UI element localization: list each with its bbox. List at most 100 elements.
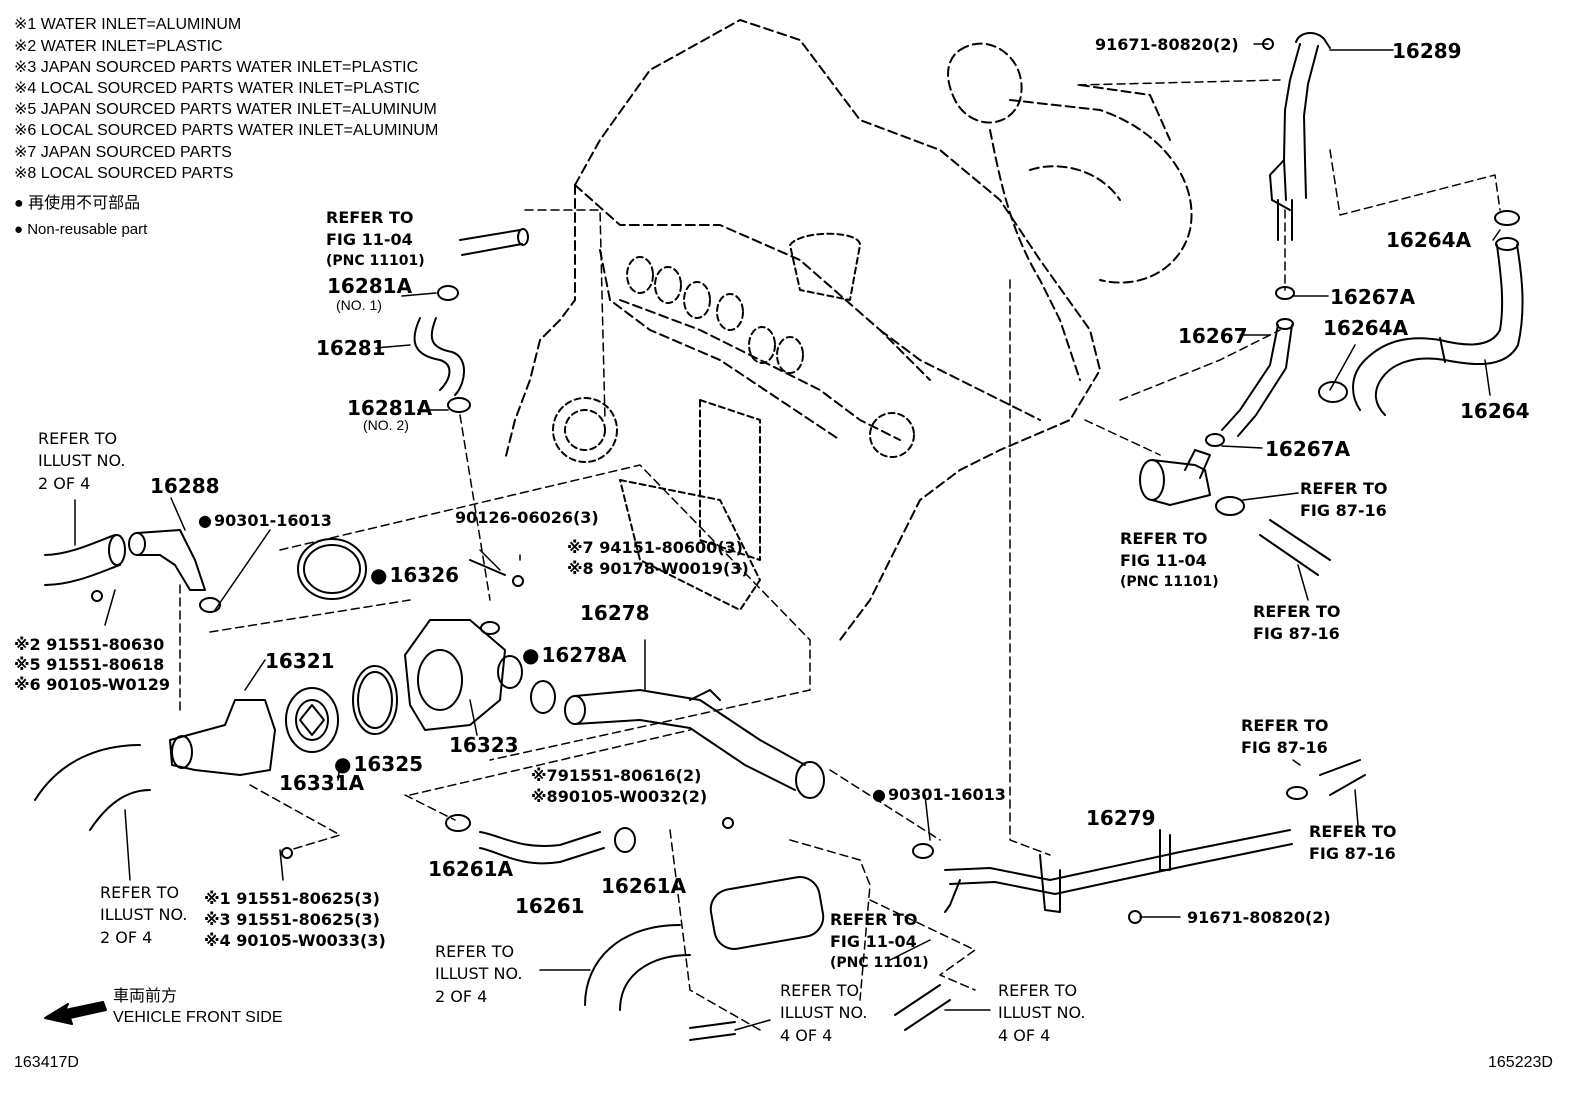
part-90105-W0129[interactable]: ※6 90105-W0129 (14, 675, 171, 694)
part-91551-80630[interactable]: ※2 91551-80630 (14, 635, 165, 654)
fasteners (91, 38, 1274, 924)
o-ring-90301-a (199, 597, 221, 613)
legend-note-4: ※4 LOCAL SOURCED PARTS WATER INLET=PLAST… (14, 80, 420, 97)
part-16323[interactable]: 16323 (449, 733, 519, 757)
refer-fig-87-16-d[interactable]: REFER TO FIG 87-16 (1309, 821, 1397, 866)
ref-line: REFER TO (998, 981, 1078, 1000)
legend-note-5: ※5 JAPAN SOURCED PARTS WATER INLET=ALUMI… (14, 101, 437, 118)
part-91551-80616[interactable]: ※791551-80616(2) (531, 766, 702, 785)
legend-note-2: ※2 WATER INLET=PLASTIC (14, 38, 223, 55)
water-outlet-16323 (404, 619, 523, 731)
part-16264A-mid[interactable]: 16264A (1323, 316, 1409, 340)
part-16264[interactable]: 16264 (1460, 399, 1530, 423)
ref-line: ILLUST NO. (435, 964, 523, 984)
refer-illust-4-a[interactable]: REFER TO ILLUST NO. 4 OF 4 (780, 980, 867, 1047)
part-16278[interactable]: 16278 (580, 601, 650, 625)
part-16281[interactable]: 16281 (316, 336, 386, 360)
hose-16289 (1269, 32, 1331, 300)
legend-note-7: ※7 JAPAN SOURCED PARTS (14, 144, 232, 161)
legend-note-8: ※8 LOCAL SOURCED PARTS (14, 165, 234, 182)
ref-line: 4 OF 4 (998, 1025, 1051, 1045)
refer-fig-87-16-c[interactable]: REFER TO FIG 87-16 (1241, 715, 1329, 760)
legend-note-1: ※1 WATER INLET=ALUMINUM (14, 16, 242, 33)
ref-line: ILLUST NO. (780, 1003, 868, 1023)
refer-illust-4-b[interactable]: REFER TO ILLUST NO. 4 OF 4 (998, 980, 1085, 1047)
hose-large-middle (709, 876, 825, 950)
pipe-16279 (944, 759, 1366, 913)
ref-line: REFER TO (1120, 529, 1208, 548)
hose-16281 (413, 228, 529, 413)
ref-line: REFER TO (38, 429, 118, 448)
hose-16264 (1318, 210, 1524, 416)
refer-fig-87-16-a[interactable]: REFER TO FIG 87-16 (1300, 478, 1388, 523)
ref-line: FIG 87-16 (1309, 844, 1396, 864)
part-16267A-bottom[interactable]: 16267A (1265, 437, 1351, 461)
o-ring-16278A (530, 680, 556, 714)
part-90301-16013-b[interactable]: 90301-16013 (872, 787, 1006, 803)
refer-illust-2-left[interactable]: REFER TO ILLUST NO. 2 OF 4 (38, 428, 125, 495)
refer-illust-2-mid[interactable]: REFER TO ILLUST NO. 2 OF 4 (435, 941, 522, 1008)
part-91671-80820-bottom[interactable]: 91671-80820(2) (1187, 908, 1331, 927)
part-16325[interactable]: 16325 (334, 754, 423, 774)
ref-line: 2 OF 4 (435, 986, 488, 1006)
part-16267[interactable]: 16267 (1178, 324, 1248, 348)
hose-left-lower (34, 744, 151, 831)
refer-fig-87-16-b[interactable]: REFER TO FIG 87-16 (1253, 601, 1341, 646)
ref-line: ILLUST NO. (100, 905, 188, 925)
ref-line: REFER TO (1253, 602, 1341, 621)
part-16326[interactable]: 16326 (370, 565, 459, 585)
part-90301-16013-a[interactable]: 90301-16013 (198, 513, 332, 529)
part-16281A-no1-sub: (NO. 1) (336, 297, 382, 313)
part-16331A[interactable]: 16331A (279, 771, 365, 795)
ref-line: FIG 11-04 (326, 230, 413, 250)
part-91671-80820-top[interactable]: 91671-80820(2) (1095, 35, 1239, 54)
ref-line: REFER TO (780, 981, 860, 1000)
pipe-16278 (564, 689, 825, 799)
legend-note-6: ※6 LOCAL SOURCED PARTS WATER INLET=ALUMI… (14, 122, 439, 139)
part-16281A-no2-sub: (NO. 2) (363, 417, 409, 433)
refer-fig-11-04-top[interactable]: REFER TO FIG 11-04 (PNC 11101) (326, 207, 425, 271)
vehicle-front-label-en: VEHICLE FRONT SIDE (113, 1009, 283, 1026)
water-inlet-16321 (169, 699, 276, 776)
hose-16261 (445, 814, 636, 865)
part-16261A-left[interactable]: 16261A (428, 857, 514, 881)
part-16261A-right[interactable]: 16261A (601, 874, 687, 898)
ref-line: REFER TO (435, 942, 515, 961)
leader-lines (74, 43, 1501, 1031)
assembly-lines (179, 79, 1501, 1031)
part-16267A-top[interactable]: 16267A (1330, 285, 1416, 309)
part-90178-W0019[interactable]: ※8 90178-W0019(3) (567, 559, 749, 578)
part-91551-80625-1[interactable]: ※1 91551-80625(3) (204, 889, 380, 908)
outlet-fitting (1139, 449, 1331, 576)
part-91551-80625-3[interactable]: ※3 91551-80625(3) (204, 910, 380, 929)
part-16289[interactable]: 16289 (1392, 39, 1462, 63)
gasket-16326 (297, 538, 367, 600)
ref-line: (PNC 11101) (326, 252, 425, 269)
refer-fig-11-04-bottom[interactable]: REFER TO FIG 11-04 (PNC 11101) (830, 909, 929, 973)
part-90126-06026[interactable]: 90126-06026(3) (455, 508, 599, 527)
part-90105-W0033[interactable]: ※4 90105-W0033(3) (204, 931, 386, 950)
part-16321[interactable]: 16321 (265, 649, 335, 673)
part-94151-80600[interactable]: ※7 94151-80600(3) (567, 538, 743, 557)
hose-bottom-right (689, 984, 951, 1041)
ref-line: REFER TO (1241, 716, 1329, 735)
part-16281A-no2[interactable]: 16281A (347, 396, 433, 420)
ref-line: FIG 11-04 (1120, 551, 1207, 571)
part-90105-W0032[interactable]: ※890105-W0032(2) (531, 787, 708, 806)
part-16261[interactable]: 16261 (515, 894, 585, 918)
part-16281A-no1[interactable]: 16281A (327, 274, 413, 298)
part-16279[interactable]: 16279 (1086, 806, 1156, 830)
part-16264A-top[interactable]: 16264A (1386, 228, 1472, 252)
legend-nonreusable-en: ● Non-reusable part (14, 221, 148, 238)
ref-line: REFER TO (100, 883, 180, 902)
part-16278A[interactable]: 16278A (522, 645, 626, 665)
refer-fig-11-04-right[interactable]: REFER TO FIG 11-04 (PNC 11101) (1120, 528, 1219, 592)
ref-line: ILLUST NO. (998, 1003, 1086, 1023)
part-91551-80618[interactable]: ※5 91551-80618 (14, 655, 165, 674)
thermostat-16331A (285, 687, 339, 753)
part-16288[interactable]: 16288 (150, 474, 220, 498)
ref-line: REFER TO (326, 208, 414, 227)
refer-illust-2-left-bottom[interactable]: REFER TO ILLUST NO. 2 OF 4 (100, 882, 187, 949)
legend-nonreusable-jp: ● 再使用不可部品 (14, 195, 141, 212)
